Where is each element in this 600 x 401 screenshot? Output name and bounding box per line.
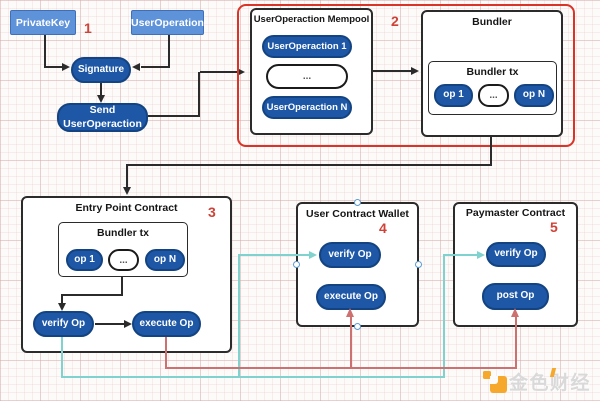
arrowhead-right-teal-icon (477, 250, 485, 259)
connector-bundler-entrypoint (490, 137, 492, 166)
step-5-badge: 5 (550, 219, 558, 235)
connector-execute-red (350, 317, 352, 368)
bundler-tx-title: Bundler tx (466, 66, 519, 78)
selection-handle[interactable] (354, 323, 361, 330)
paymaster-title: Paymaster Contract (465, 207, 566, 219)
bundler-title: Bundler (472, 16, 512, 28)
arrowhead-down-icon (97, 95, 105, 103)
arrowhead-down-icon (123, 187, 131, 195)
arrowhead-up-red-icon (346, 308, 354, 317)
connector-tx-verify (61, 296, 63, 304)
mempool-title: UserOperaction Mempool (253, 14, 370, 25)
useroperation-1-pill[interactable]: UserOperaction 1 (262, 35, 352, 58)
connector-verify-teal (61, 337, 63, 378)
connector-tx-verify (121, 277, 123, 296)
connector-execute-red (165, 337, 167, 369)
connector-tx-verify (61, 294, 123, 296)
connector-verify-teal (238, 254, 310, 256)
connector-verify-teal (443, 254, 478, 256)
paymaster-post-op-pill[interactable]: post Op (482, 283, 549, 310)
connector-bundler-entrypoint (126, 166, 128, 187)
selection-handle[interactable] (415, 261, 422, 268)
connector-execute-red (165, 367, 517, 369)
privatekey-node[interactable]: PrivateKey (10, 10, 76, 35)
connector-verify-teal (238, 256, 240, 377)
connector-verify-teal (61, 376, 445, 378)
useroperation-ellipsis-pill[interactable]: ... (266, 64, 348, 89)
watermark-brand: 金色财经 (509, 373, 592, 394)
entry-point-title: Entry Point Contract (75, 202, 178, 214)
arrowhead-down-icon (58, 303, 66, 311)
wallet-verify-op-pill[interactable]: verify Op (319, 242, 381, 268)
entry-execute-op-pill[interactable]: execute Op (132, 311, 201, 337)
connector-useroperation-signature (168, 35, 170, 68)
step-4-badge: 4 (379, 220, 387, 236)
arrowhead-right-teal-icon (309, 250, 317, 259)
arrowhead-right-icon (62, 62, 70, 71)
send-useroperation-node[interactable]: Send UserOperaction (57, 103, 148, 132)
bundler-op-n-pill[interactable]: op N (514, 84, 554, 107)
connector-send-mempool (198, 72, 200, 117)
connector-mempool-bundler (373, 70, 412, 72)
wallet-title: User Contract Wallet (306, 208, 409, 220)
step-2-frame[interactable] (237, 4, 575, 147)
wallet-execute-op-pill[interactable]: execute Op (316, 284, 386, 310)
connector-send-mempool (200, 71, 237, 73)
connector-verify-teal (443, 256, 445, 377)
useroperation-node[interactable]: UserOperation (131, 10, 204, 35)
signature-node[interactable]: Signature (71, 57, 131, 83)
connector-privatekey-signature (44, 35, 46, 68)
jinse-logo-icon (483, 369, 507, 394)
arrowhead-up-red-icon (511, 308, 519, 317)
bundler-op-ellipsis-pill[interactable]: ... (478, 84, 509, 107)
connector-send-mempool (148, 115, 200, 117)
arrowhead-left-icon (132, 62, 140, 71)
step-1-badge: 1 (84, 20, 92, 36)
entry-op-1-pill[interactable]: op 1 (66, 249, 103, 271)
entry-op-ellipsis-pill[interactable]: ... (108, 249, 139, 271)
connector-privatekey-signature (45, 66, 62, 68)
step-3-badge: 3 (208, 204, 216, 220)
connector-execute-red (515, 317, 517, 368)
entry-op-n-pill[interactable]: op N (145, 249, 185, 271)
step-2-badge: 2 (391, 13, 399, 29)
arrowhead-right-icon (237, 67, 245, 76)
arrowhead-right-icon (411, 66, 419, 75)
connector-verify-execute (95, 323, 124, 325)
arrowhead-right-icon (124, 319, 132, 328)
paymaster-verify-op-pill[interactable]: verify Op (486, 242, 546, 267)
useroperation-n-pill[interactable]: UserOperaction N (262, 96, 352, 119)
entry-verify-op-pill[interactable]: verify Op (33, 311, 94, 337)
connector-signature-send (100, 83, 102, 96)
selection-handle[interactable] (293, 261, 300, 268)
connector-useroperation-signature (141, 66, 170, 68)
bundler-op-1-pill[interactable]: op 1 (434, 84, 473, 107)
entry-bundler-tx-title: Bundler tx (97, 227, 149, 239)
selection-handle[interactable] (354, 199, 361, 206)
connector-bundler-entrypoint (126, 164, 492, 166)
